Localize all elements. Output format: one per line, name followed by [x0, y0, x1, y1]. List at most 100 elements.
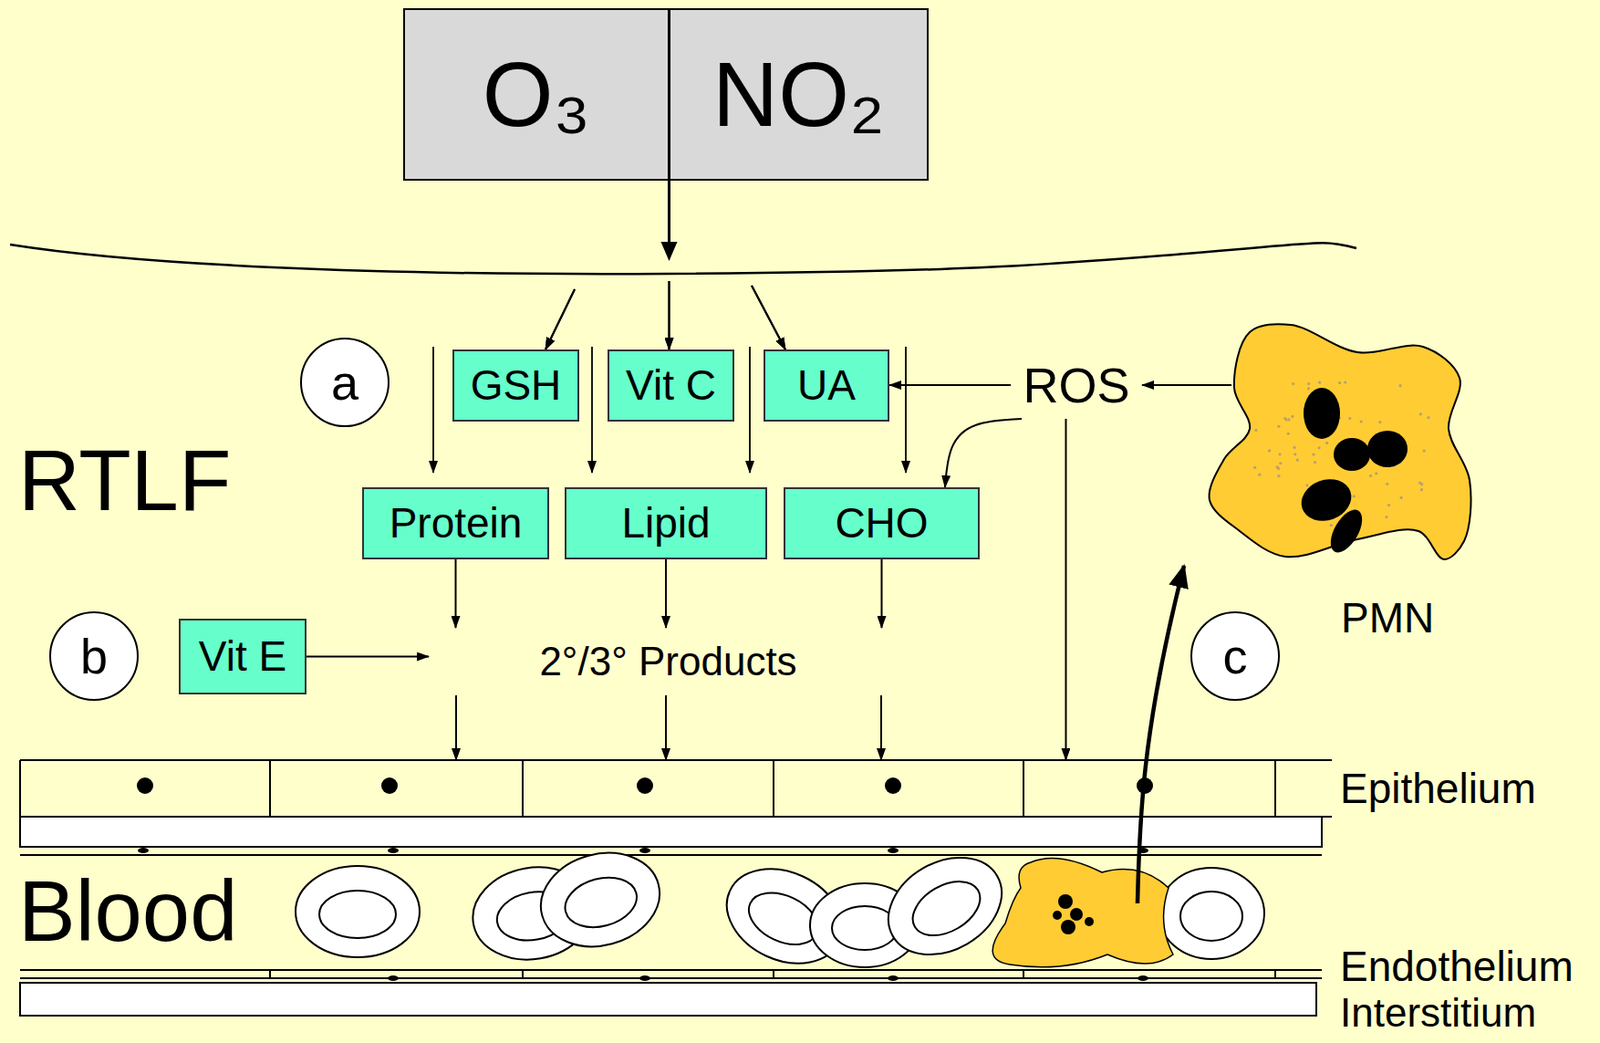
- flow-arrow: [306, 655, 429, 658]
- cell-border: [1274, 969, 1277, 978]
- callout-circle: [50, 612, 138, 700]
- red-blood-cell: [295, 865, 420, 957]
- flux-arrow: [904, 346, 907, 473]
- flow-arrow: [880, 695, 883, 760]
- cell-border: [269, 969, 271, 978]
- node-text: 2°/3° Products: [539, 638, 797, 686]
- cell-border: [772, 969, 775, 978]
- endothelium-line: [20, 968, 1322, 971]
- label-anchor: Blood: [18, 862, 238, 961]
- flow-arrow: [664, 559, 667, 628]
- node-text: a: [331, 353, 359, 411]
- ros-node: ROS: [1010, 351, 1143, 419]
- neutrophil-body: [1209, 323, 1472, 560]
- node-text: c: [1223, 627, 1248, 685]
- neutrophil-cell: PMN: [1204, 319, 1478, 648]
- node-text: Protein: [389, 498, 523, 548]
- flow-arrow: [545, 180, 670, 350]
- antioxidant-box: Vit C: [607, 349, 735, 422]
- flow-arrow: [881, 559, 884, 628]
- node-text: Vit C: [625, 361, 717, 410]
- neutrophil-nucleus: [1052, 893, 1094, 935]
- migration-arrow: [1137, 565, 1185, 904]
- layer-label: Interstitium: [1340, 989, 1537, 1037]
- red-blood-cells: [295, 837, 1265, 981]
- node-text: CHO: [834, 498, 928, 548]
- label-anchor: RTLF: [18, 431, 231, 530]
- endothelium-line: [20, 976, 1322, 979]
- cell-border: [1274, 759, 1277, 817]
- node-text: O₃: [482, 41, 592, 147]
- node-text: Vit E: [198, 632, 287, 681]
- flux-arrows: [433, 346, 906, 473]
- node-text: PMN: [1340, 593, 1434, 643]
- nucleus: [639, 847, 651, 853]
- cell-border: [20, 758, 1332, 761]
- label-anchor: Endothelium: [1340, 942, 1574, 991]
- basement-membrane: [20, 816, 1322, 847]
- substrate-box: Lipid: [564, 487, 768, 560]
- flow-arrow: [945, 418, 1022, 488]
- substrate-box: Protein: [362, 487, 550, 560]
- node-text: UA: [797, 361, 856, 410]
- flow-arrow: [1064, 418, 1067, 760]
- red-blood-cell: [529, 840, 670, 960]
- node-text: b: [80, 627, 108, 685]
- cell-border: [19, 759, 21, 817]
- nucleus: [137, 847, 149, 853]
- node-text: NO₂: [712, 41, 885, 147]
- pollutant-box: O₃: [403, 8, 670, 181]
- neutrophil-shape: [1204, 319, 1478, 575]
- callout-circle: [301, 338, 389, 426]
- nucleus: [136, 777, 154, 794]
- products-node: 2°/3° Products: [428, 627, 908, 696]
- cell-border: [521, 969, 524, 978]
- flow-arrow: [455, 559, 458, 628]
- nucleus: [887, 847, 899, 853]
- flow-arrow: [1142, 384, 1232, 386]
- nucleus: [387, 847, 399, 853]
- callout-circle: [1191, 612, 1279, 700]
- nucleus: [381, 777, 398, 794]
- cell-border: [772, 759, 775, 817]
- cell-border: [1022, 969, 1025, 978]
- surface-line: [10, 242, 1357, 274]
- callout-letter: b: [48, 610, 140, 702]
- cell-border: [521, 759, 524, 817]
- endothelium-line: [20, 853, 1322, 856]
- label-anchor: Interstitium: [1340, 989, 1537, 1037]
- antioxidant-box: GSH: [452, 349, 580, 422]
- layer-label: Endothelium: [1340, 942, 1574, 991]
- flow-arrow: [889, 384, 1011, 386]
- antioxidant-box: UA: [763, 349, 890, 422]
- node-text: Lipid: [621, 498, 710, 548]
- cell-border: [269, 759, 271, 817]
- flow-arrow: [668, 180, 786, 350]
- epithelium-band: Epithelium: [20, 759, 1580, 847]
- callout-letter: c: [1189, 610, 1281, 702]
- arrow-head: [661, 241, 678, 261]
- flux-arrow: [748, 346, 751, 473]
- pollutant-box: NO₂: [668, 8, 929, 181]
- neutrophil-nucleus: [1295, 387, 1408, 558]
- interstitium-strip: [20, 982, 1317, 1016]
- node-text: ROS: [1022, 356, 1130, 414]
- epithelium-layer: [20, 759, 1332, 847]
- neutrophil-body: [992, 857, 1174, 967]
- cell-border: [1022, 759, 1025, 817]
- flux-arrow: [591, 346, 593, 473]
- region-label: Blood: [18, 862, 238, 961]
- flow-arrow: [669, 180, 786, 350]
- nucleus: [636, 777, 654, 794]
- flow-arrow: [545, 180, 669, 350]
- nucleus: [884, 777, 902, 794]
- node-text: Epithelium: [1340, 764, 1537, 813]
- antioxidant-box: Vit E: [178, 618, 307, 695]
- flow-arrow: [664, 695, 667, 760]
- blood-neutrophil: [992, 857, 1174, 967]
- flow-arrow: [455, 695, 458, 760]
- callout-letter: a: [299, 336, 391, 428]
- substrate-box: CHO: [783, 487, 980, 560]
- flux-arrow: [432, 346, 435, 473]
- red-blood-cell: [1158, 867, 1265, 959]
